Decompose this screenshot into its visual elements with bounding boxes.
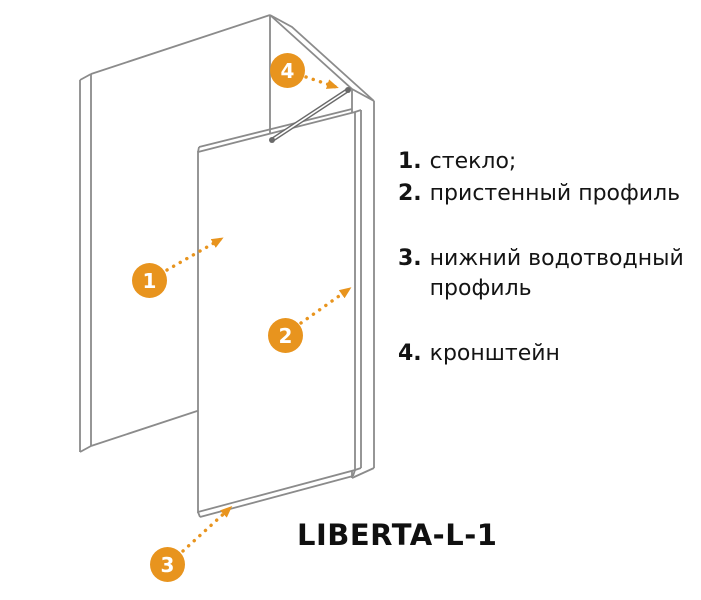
legend-item-bracket: 4. кронштейн xyxy=(398,339,560,369)
legend: 1. стекло; 2. пристенный профиль 3. нижн… xyxy=(398,0,698,600)
legend-item-label: кронштейн xyxy=(429,341,560,366)
bracket-wall-fitting xyxy=(345,87,351,93)
left-wall-top-edge xyxy=(90,14,271,75)
legend-item-glass: 1. стекло; xyxy=(398,147,516,177)
glass-top-left-cap xyxy=(197,146,200,153)
bracket-rod-highlight xyxy=(271,89,349,141)
wall-profile-bottom-cap xyxy=(354,467,362,471)
legend-item-number: 3. xyxy=(398,246,422,271)
callout-arrows xyxy=(165,75,352,553)
callout-arrow-2 xyxy=(299,287,352,325)
callout-arrow-3 xyxy=(181,505,233,553)
callout-badge-3: 3 xyxy=(150,547,185,582)
legend-item-number: 1. xyxy=(398,149,422,174)
left-wall-top-thickness xyxy=(79,73,92,81)
bottom-profile-left-cap xyxy=(197,511,201,518)
left-wall-bottom-thickness xyxy=(79,445,92,453)
bottom-profile-right-cap xyxy=(352,469,356,477)
callout-badge-2: 2 xyxy=(268,318,303,353)
legend-item-label: нижний водотводный профиль xyxy=(429,246,684,301)
callout-badge-1: 1 xyxy=(132,263,167,298)
right-wall-bottom-edge xyxy=(351,467,375,479)
glass-panel-face xyxy=(197,110,356,514)
glass-top-thickness-edge xyxy=(198,108,353,148)
legend-item-bottom-profile: 3. нижний водотводный профиль xyxy=(398,244,692,304)
legend-item-wall-profile: 2. пристенный профиль xyxy=(398,179,680,209)
wall-profile-top-cap xyxy=(354,109,362,113)
legend-item-number: 4. xyxy=(398,341,422,366)
legend-item-number: 2. xyxy=(398,181,422,206)
product-model-title: LIBERTA-L-1 xyxy=(297,518,498,552)
callout-arrow-4 xyxy=(304,75,339,89)
wall-profile xyxy=(354,109,362,471)
callout-badge-4: 4 xyxy=(270,53,305,88)
bracket-rod xyxy=(269,87,351,143)
bracket-glass-fitting xyxy=(269,137,275,143)
legend-item-label: стекло; xyxy=(429,149,517,174)
legend-item-label: пристенный профиль xyxy=(429,181,681,206)
callout-arrow-1 xyxy=(165,237,224,272)
glass-panel xyxy=(197,108,356,514)
